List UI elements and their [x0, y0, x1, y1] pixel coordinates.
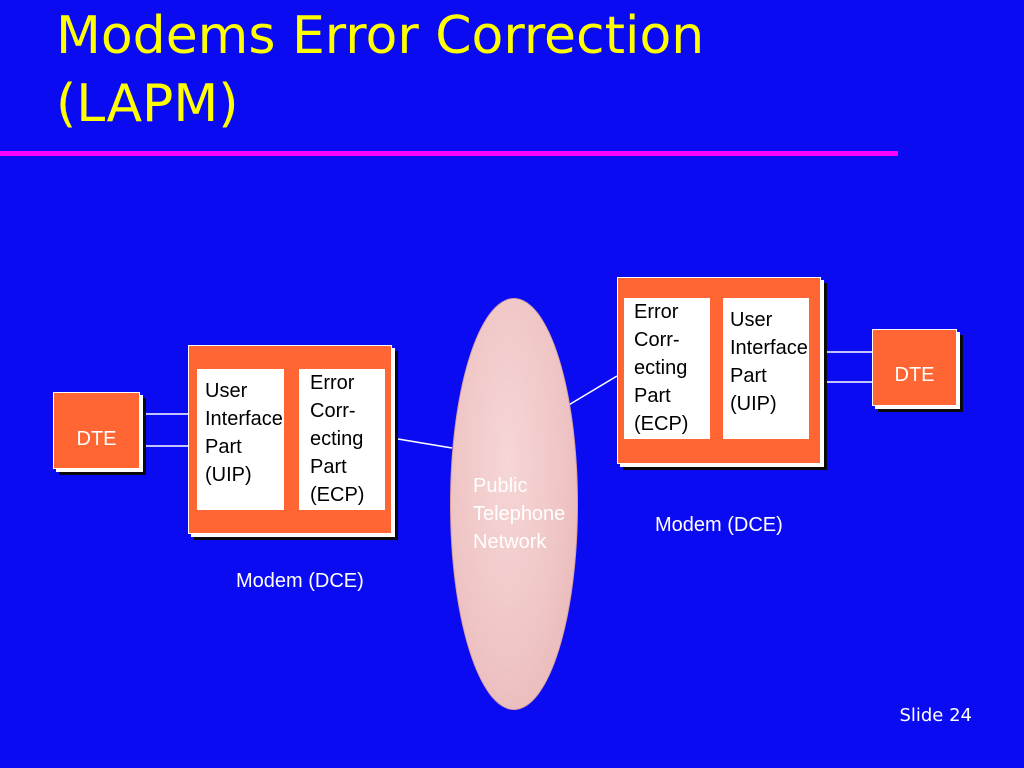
left-uip-line-1: User [205, 380, 248, 402]
right-ecp-line-4: Part [634, 385, 671, 407]
slide-number: Slide 24 [899, 705, 972, 726]
left-uip-line-3: Part [205, 436, 242, 458]
network-label-line-2: Telephone [473, 503, 566, 525]
right-modem-network-link [566, 375, 618, 407]
title-line-2: (LAPM) [56, 74, 239, 134]
left-modem-caption: Modem (DCE) [236, 570, 364, 592]
right-ecp-line-3: ecting [634, 357, 688, 379]
right-uip-line-3: Part [730, 365, 767, 387]
left-ecp-line-2: Corr- [310, 400, 356, 422]
public-telephone-network [450, 298, 578, 710]
network-label-line-3: Network [473, 531, 547, 553]
right-uip-line-2: Interface [730, 337, 808, 359]
left-uip-block: User Interface Part (UIP) [197, 369, 284, 510]
right-dte-box: DTE [872, 329, 957, 406]
right-uip-line-1: User [730, 309, 773, 331]
title-line-1: Modems Error Correction [56, 6, 705, 66]
left-dte-box: DTE [53, 392, 140, 469]
left-ecp-line-1: Error [310, 372, 355, 394]
right-modem-box: Error Corr- ecting Part (ECP) User Inter… [617, 277, 821, 464]
network-label: Public Telephone Network [473, 472, 565, 556]
right-ecp-block: Error Corr- ecting Part (ECP) [624, 298, 710, 439]
left-ecp-line-3: ecting [310, 428, 364, 450]
title-underline [0, 151, 898, 156]
left-uip-line-2: Interface [205, 408, 283, 430]
right-ecp-line-1: Error [634, 301, 679, 323]
right-uip-line-4: (UIP) [730, 393, 777, 415]
right-uip-block: User Interface Part (UIP) [723, 298, 809, 439]
left-dte-label: DTE [76, 428, 117, 450]
right-modem-caption: Modem (DCE) [655, 514, 783, 536]
left-ecp-line-4: Part [310, 456, 347, 478]
right-ecp-line-2: Corr- [634, 329, 680, 351]
left-ecp-line-5: (ECP) [310, 484, 365, 506]
right-dte-label: DTE [894, 364, 935, 386]
network-label-line-1: Public [473, 475, 528, 497]
left-ecp-block: Error Corr- ecting Part (ECP) [299, 369, 385, 510]
left-modem-box: User Interface Part (UIP) Error Corr- ec… [188, 345, 392, 534]
right-ecp-line-5: (ECP) [634, 413, 689, 435]
slide-title: Modems Error Correction (LAPM) [56, 2, 704, 138]
left-uip-line-4: (UIP) [205, 464, 252, 486]
left-modem-network-link [391, 437, 453, 449]
